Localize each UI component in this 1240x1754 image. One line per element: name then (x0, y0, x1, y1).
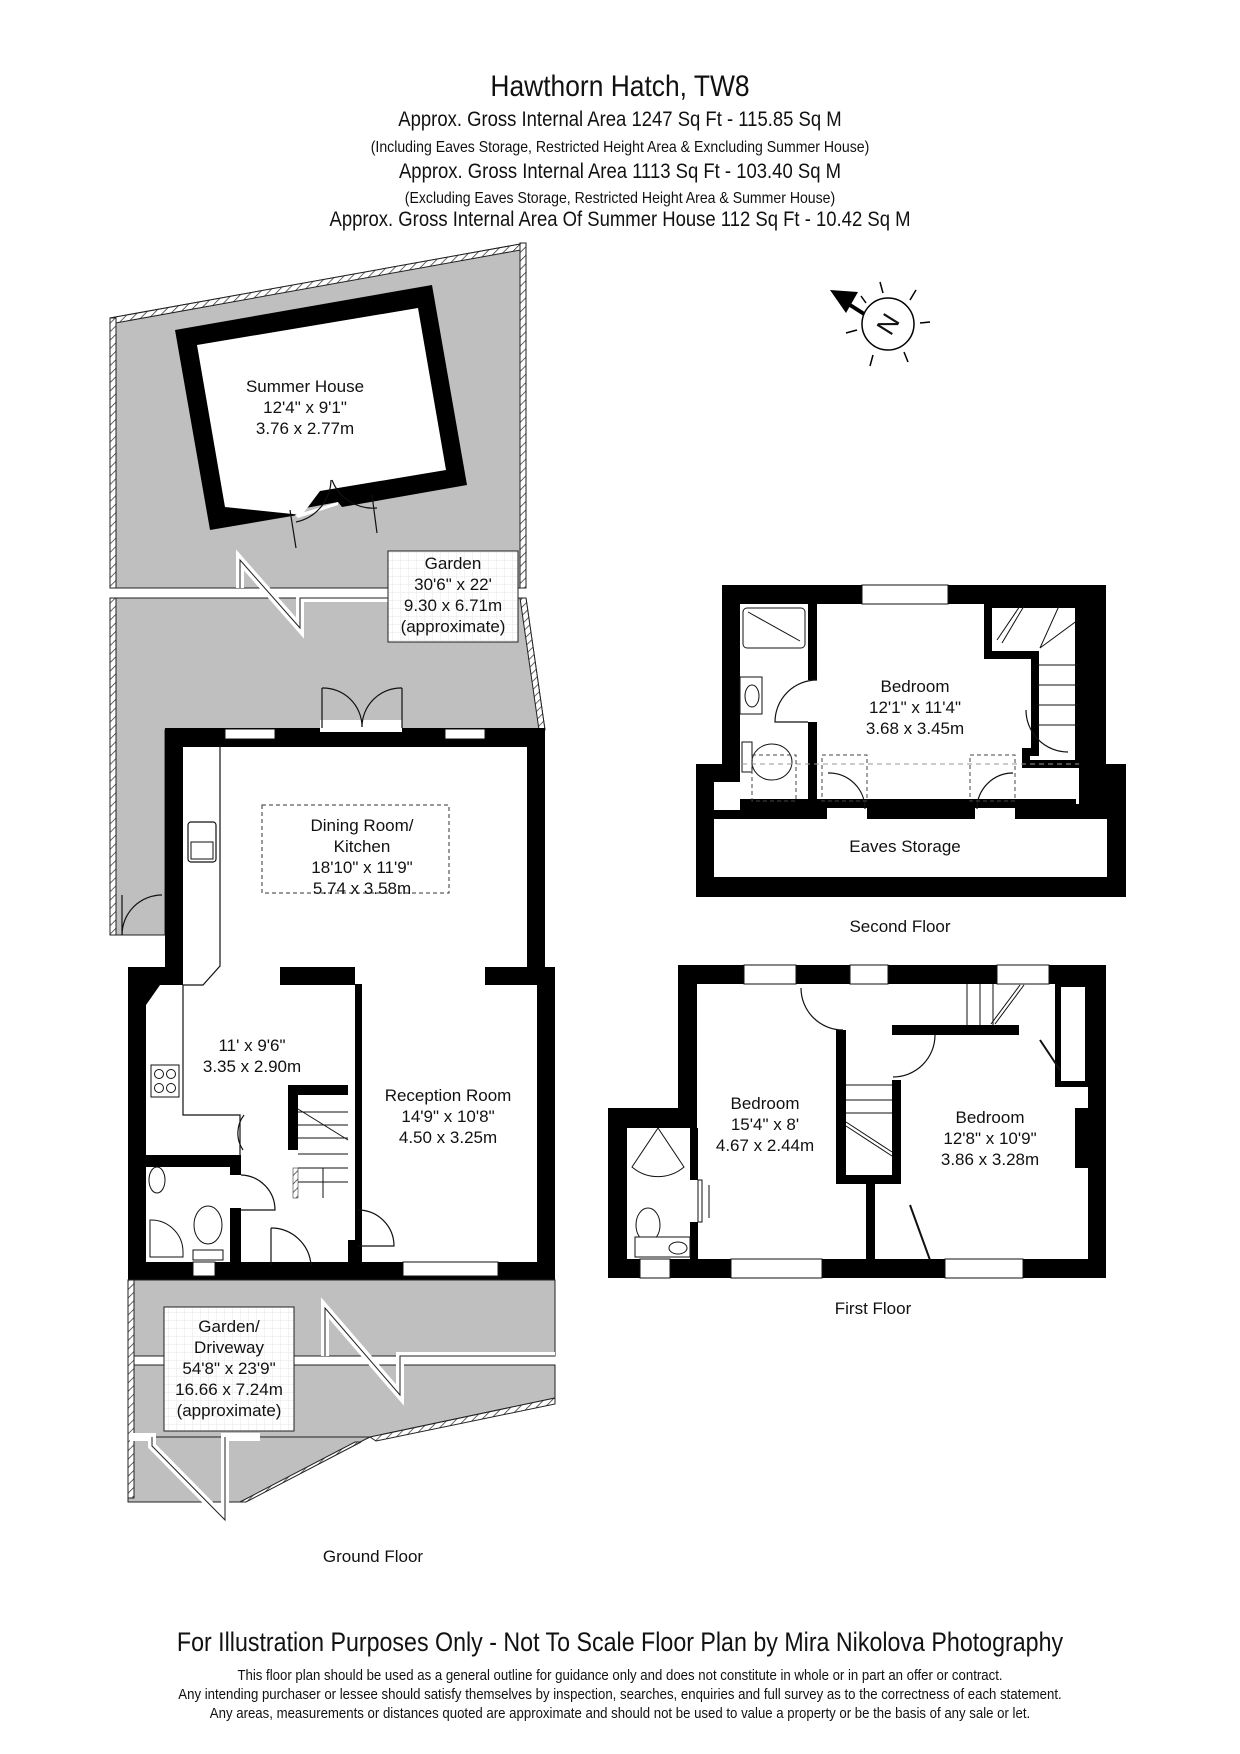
svg-text:(approximate): (approximate) (401, 617, 506, 636)
ground-floor-label: Ground Floor (323, 1547, 423, 1566)
page-title: Hawthorn Hatch, TW8 (490, 70, 750, 103)
svg-text:30'6" x 22': 30'6" x 22' (414, 575, 492, 594)
toilet-icon (193, 1205, 223, 1245)
gross-area-summer-house: Approx. Gross Internal Area Of Summer Ho… (329, 208, 911, 231)
illustration-credit: For Illustration Purposes Only - Not To … (176, 1627, 1064, 1657)
north-arrow-compass-icon: N (830, 281, 931, 367)
dining-kitchen-metric: 5.74 x 3.58m (313, 879, 411, 898)
disclaimer-line-3: Any areas, measurements or distances quo… (209, 1705, 1031, 1722)
summer-house: Summer House 12'4" x 9'1" 3.76 x 2.77m (175, 285, 467, 549)
second-floor-plan: Bedroom 12'1" x 11'4" 3.68 x 3.45m Eaves… (696, 584, 1126, 936)
basin-icon (148, 1166, 166, 1194)
disclaimer-line-1: This floor plan should be used as a gene… (237, 1667, 1003, 1684)
hob-icon (150, 1064, 180, 1098)
summer-house-metric: 3.76 x 2.77m (256, 419, 354, 438)
ground-floor-walls (128, 728, 555, 1280)
gross-area-excluding-note: (Excluding Eaves Storage, Restricted Hei… (404, 190, 836, 207)
driveway-name-2: Driveway (194, 1338, 264, 1357)
first-bedroom-right-name: Bedroom (956, 1108, 1025, 1127)
reception-metric: 4.50 x 3.25m (399, 1128, 497, 1147)
second-bedroom-imperial: 12'1" x 11'4" (869, 698, 961, 717)
first-floor-label: First Floor (835, 1299, 912, 1318)
dining-kitchen-imperial: 18'10" x 11'9" (311, 858, 412, 877)
ground-floor-plan: Summer House 12'4" x 9'1" 3.76 x 2.77m G… (109, 242, 556, 1566)
first-bedroom-right-imperial: 12'8" x 10'9" (943, 1129, 1036, 1148)
corner-shower-icon (631, 1127, 685, 1178)
eaves-storage-name: Eaves Storage (849, 837, 961, 856)
ground-floor-interior (146, 687, 555, 1287)
gate-swing (121, 894, 163, 936)
second-bedroom-metric: 3.68 x 3.45m (866, 719, 964, 738)
gross-area-including: Approx. Gross Internal Area 1247 Sq Ft -… (398, 108, 842, 131)
toilet-icon (751, 743, 793, 781)
reception-name: Reception Room (385, 1086, 512, 1105)
second-floor-label: Second Floor (849, 917, 950, 936)
driveway-name-1: Garden/ (198, 1317, 260, 1336)
driveway-note: (approximate) (177, 1401, 282, 1420)
second-bedroom-name: Bedroom (881, 677, 950, 696)
driveway-metric: 16.66 x 7.24m (175, 1380, 283, 1399)
gross-area-including-note: (Including Eaves Storage, Restricted Hei… (370, 139, 870, 156)
dining-kitchen-name-2: Kitchen (334, 837, 391, 856)
first-bedroom-right-metric: 3.86 x 3.28m (941, 1150, 1039, 1169)
kitchen-metric: 3.35 x 2.90m (203, 1057, 301, 1076)
first-bedroom-left-metric: 4.67 x 2.44m (716, 1136, 814, 1155)
front-garden-driveway: Garden/ Driveway 54'8" x 23'9" 16.66 x 7… (127, 1279, 556, 1530)
first-bedroom-left-imperial: 15'4" x 8' (731, 1115, 799, 1134)
shower-icon (149, 1219, 184, 1258)
first-floor-plan: Bedroom 15'4" x 8' 4.67 x 2.44m Bedroom … (608, 964, 1106, 1318)
reception-imperial: 14'9" x 10'8" (401, 1107, 494, 1126)
garden-label-box: Garden 30'6" x 22' 9.30 x 6.71m (approxi… (387, 550, 519, 643)
entrance-arrow-icon (283, 1266, 301, 1287)
svg-text:9.30 x 6.71m: 9.30 x 6.71m (404, 596, 502, 615)
kitchen-imperial: 11' x 9'6" (218, 1036, 285, 1055)
summer-house-imperial: 12'4" x 9'1" (263, 398, 347, 417)
summer-house-name: Summer House (246, 377, 364, 396)
first-bedroom-left-name: Bedroom (731, 1094, 800, 1113)
driveway-imperial: 54'8" x 23'9" (182, 1359, 275, 1378)
basin-icon (668, 1241, 688, 1255)
dining-kitchen-name-1: Dining Room/ (311, 816, 414, 835)
gross-area-excluding: Approx. Gross Internal Area 1113 Sq Ft -… (398, 160, 842, 183)
svg-text:Garden: Garden (425, 554, 482, 573)
disclaimer-line-2: Any intending purchaser or lessee should… (178, 1686, 1062, 1703)
